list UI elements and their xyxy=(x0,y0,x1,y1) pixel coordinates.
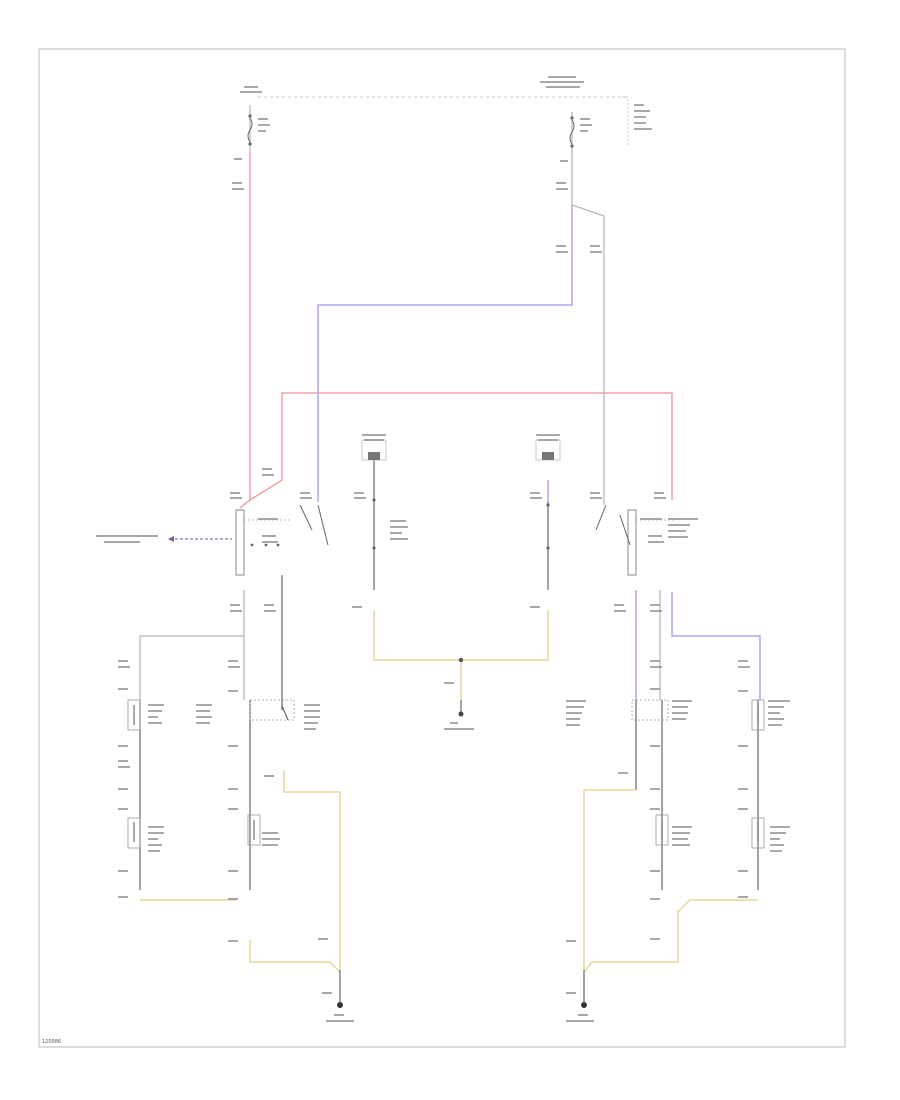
fuse-block-bracket xyxy=(622,96,629,145)
diagram-border xyxy=(38,48,846,1048)
gray-wire-right-fuse xyxy=(571,150,605,505)
driver-cushion-element xyxy=(247,814,261,846)
driver-sensor xyxy=(249,699,295,721)
blue-wire-top xyxy=(317,205,573,502)
ground-center xyxy=(458,700,464,717)
passenger-lumbar-switch xyxy=(546,503,550,550)
passenger-seat-cushion-heater xyxy=(751,817,765,849)
illegible-label-marks xyxy=(96,76,790,1022)
driver-seat-switch xyxy=(235,504,329,576)
red-wire-left xyxy=(239,152,251,509)
driver-seat-back-heater xyxy=(127,699,141,731)
tan-wire-center-ground xyxy=(373,610,549,661)
gray-wire-left-seat-branch xyxy=(139,590,245,700)
tan-wire-right-sensor xyxy=(583,789,636,970)
tan-wire-right-heater-return xyxy=(677,899,758,913)
fuse-left xyxy=(247,114,253,146)
passenger-seat-back-heater xyxy=(751,699,765,731)
passenger-sensor xyxy=(631,699,669,721)
tan-wire-left-sensor xyxy=(283,770,341,970)
passenger-seat-switch xyxy=(595,504,676,576)
tan-wire-right-bottom xyxy=(583,910,679,973)
red-wire-crossover xyxy=(249,392,673,501)
ground-right xyxy=(581,970,587,1008)
splice-center xyxy=(458,657,464,663)
ground-left xyxy=(337,970,343,1008)
fuse-right xyxy=(569,116,575,148)
tan-wire-left-bottom xyxy=(249,940,341,973)
driver-seat-cushion-heater xyxy=(127,817,141,849)
figure-code: 120086 xyxy=(42,1039,61,1045)
blue-wire-right-seat xyxy=(671,592,761,700)
passenger-cushion-element xyxy=(655,814,669,846)
driver-lumbar-switch xyxy=(372,498,376,550)
connector-center-right xyxy=(535,439,561,461)
left-connector-arrow xyxy=(168,536,232,542)
connector-center-left xyxy=(361,439,387,461)
